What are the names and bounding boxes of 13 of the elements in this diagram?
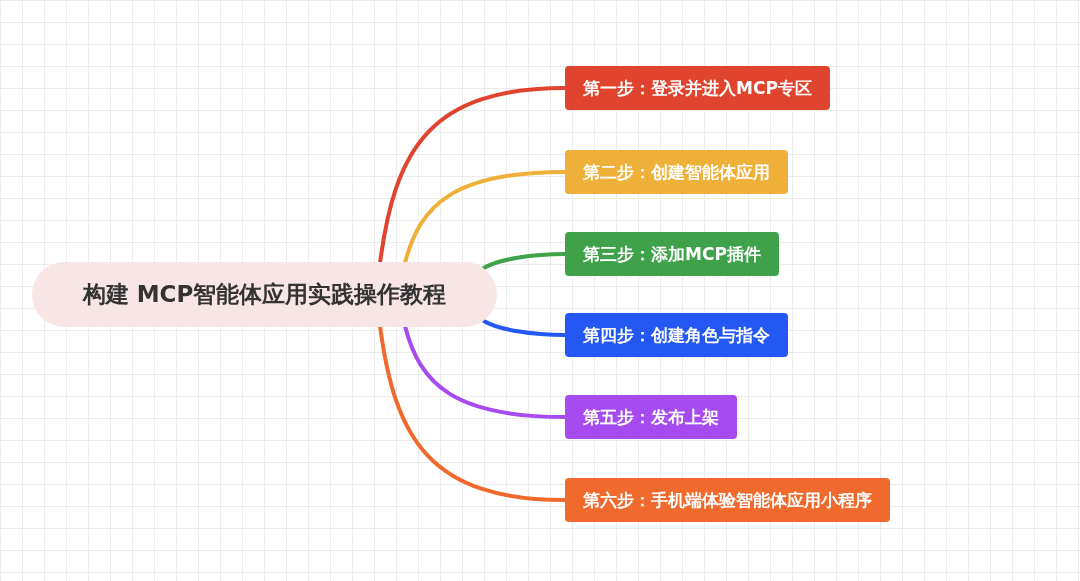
- step-box: 第四步：创建角色与指令: [565, 313, 788, 357]
- branch-line: [403, 325, 566, 419]
- step-box: 第一步：登录并进入MCP专区: [565, 66, 830, 110]
- branch-line: [482, 318, 566, 337]
- branch-line: [378, 86, 566, 264]
- step-box: 第六步：手机端体验智能体应用小程序: [565, 478, 890, 522]
- branch-line: [482, 252, 566, 271]
- branch-line: [378, 325, 566, 502]
- step-box: 第二步：创建智能体应用: [565, 150, 788, 194]
- step-box: 第三步：添加MCP插件: [565, 232, 779, 276]
- central-topic: 构建 MCP智能体应用实践操作教程: [32, 262, 497, 327]
- branch-line: [403, 170, 566, 264]
- step-box: 第五步：发布上架: [565, 395, 737, 439]
